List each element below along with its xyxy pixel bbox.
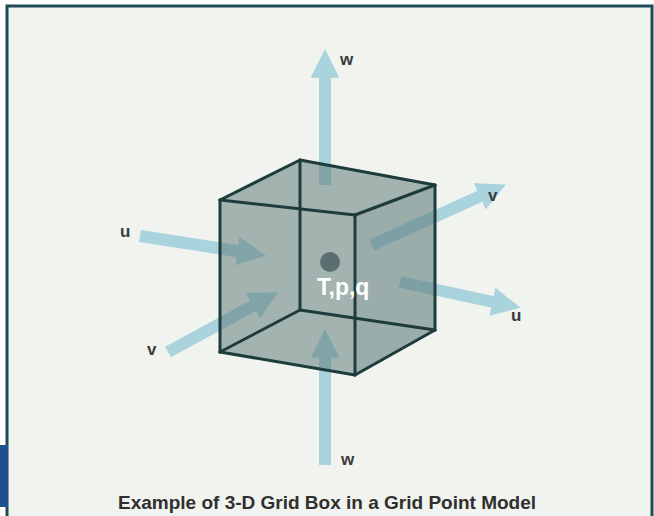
- figure-caption: Example of 3-D Grid Box in a Grid Point …: [118, 492, 536, 514]
- wind-component-label: u: [511, 306, 521, 326]
- cube-edge: [220, 352, 355, 375]
- wind-component-label: v: [147, 340, 156, 360]
- cube-edge: [300, 160, 435, 185]
- cube-edge: [355, 185, 435, 215]
- wind-component-label: w: [341, 450, 354, 470]
- edge-fragment: [0, 445, 8, 507]
- frame: [7, 6, 652, 516]
- variable-label: T,p,q: [317, 274, 369, 301]
- cube-edge: [220, 310, 300, 352]
- cube-edge: [219, 200, 222, 352]
- wind-component-label: u: [120, 222, 130, 242]
- cube-edge: [434, 185, 437, 330]
- grid-point: [320, 252, 340, 272]
- cube-edge: [220, 200, 355, 215]
- cube-edge: [300, 310, 435, 330]
- grid-box: T,p,q: [212, 152, 442, 382]
- cube-edge: [220, 160, 300, 200]
- wind-component-label: w: [340, 50, 353, 70]
- wind-component-label: v: [488, 186, 497, 206]
- cube-outline: [212, 152, 442, 382]
- cube-edge: [355, 330, 435, 375]
- cube-edge: [299, 160, 302, 310]
